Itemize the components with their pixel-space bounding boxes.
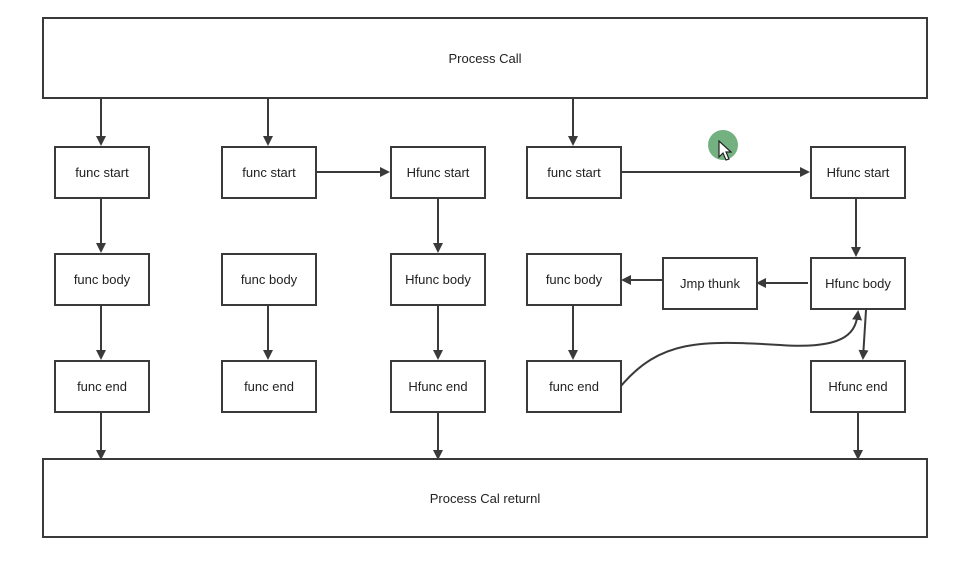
- col5-hfunc-body: Hfunc body: [810, 257, 906, 310]
- col1-func-end: func end: [54, 360, 150, 413]
- col5-hfunc-start-label: Hfunc start: [826, 165, 890, 180]
- col4-func-start: func start: [526, 146, 622, 199]
- edge-col4-end-col5-body: [620, 310, 863, 387]
- col1-func-end-label: func end: [77, 379, 127, 394]
- col4-func-body: func body: [526, 253, 622, 306]
- jmp-thunk-label: Jmp thunk: [680, 276, 740, 291]
- col1-func-body: func body: [54, 253, 150, 306]
- process-return-label: Process Cal returnl: [429, 490, 541, 506]
- col3-hfunc-end: Hfunc end: [390, 360, 486, 413]
- col2-func-start-label: func start: [242, 165, 296, 180]
- col2-func-end: func end: [221, 360, 317, 413]
- edge-col5-body-end: [858, 309, 869, 360]
- process-return-box: Process Cal returnl: [42, 458, 928, 538]
- col4-func-body-label: func body: [545, 272, 603, 287]
- col5-hfunc-end-label: Hfunc end: [828, 379, 888, 394]
- col5-hfunc-start: Hfunc start: [810, 146, 906, 199]
- col1-func-body-label: func body: [73, 272, 131, 287]
- mouse-pointer-icon: [718, 140, 732, 161]
- col1-func-start: func start: [54, 146, 150, 199]
- col3-hfunc-start: Hfunc start: [390, 146, 486, 199]
- col1-func-start-label: func start: [75, 165, 129, 180]
- col4-func-start-label: func start: [547, 165, 601, 180]
- col2-func-body-label: func body: [240, 272, 298, 287]
- col5-hfunc-end: Hfunc end: [810, 360, 906, 413]
- col3-hfunc-body-label: Hfunc body: [405, 272, 471, 287]
- process-call-box: Process Call: [42, 17, 928, 99]
- jmp-thunk: Jmp thunk: [662, 257, 758, 310]
- col2-func-body: func body: [221, 253, 317, 306]
- process-call-label: Process Call: [448, 50, 522, 66]
- col5-hfunc-body-label: Hfunc body: [825, 276, 891, 291]
- col4-func-end-label: func end: [549, 379, 599, 394]
- col4-func-end: func end: [526, 360, 622, 413]
- col2-func-start: func start: [221, 146, 317, 199]
- col2-func-end-label: func end: [244, 379, 294, 394]
- col3-hfunc-body: Hfunc body: [390, 253, 486, 306]
- col3-hfunc-start-label: Hfunc start: [406, 165, 470, 180]
- col3-hfunc-end-label: Hfunc end: [408, 379, 468, 394]
